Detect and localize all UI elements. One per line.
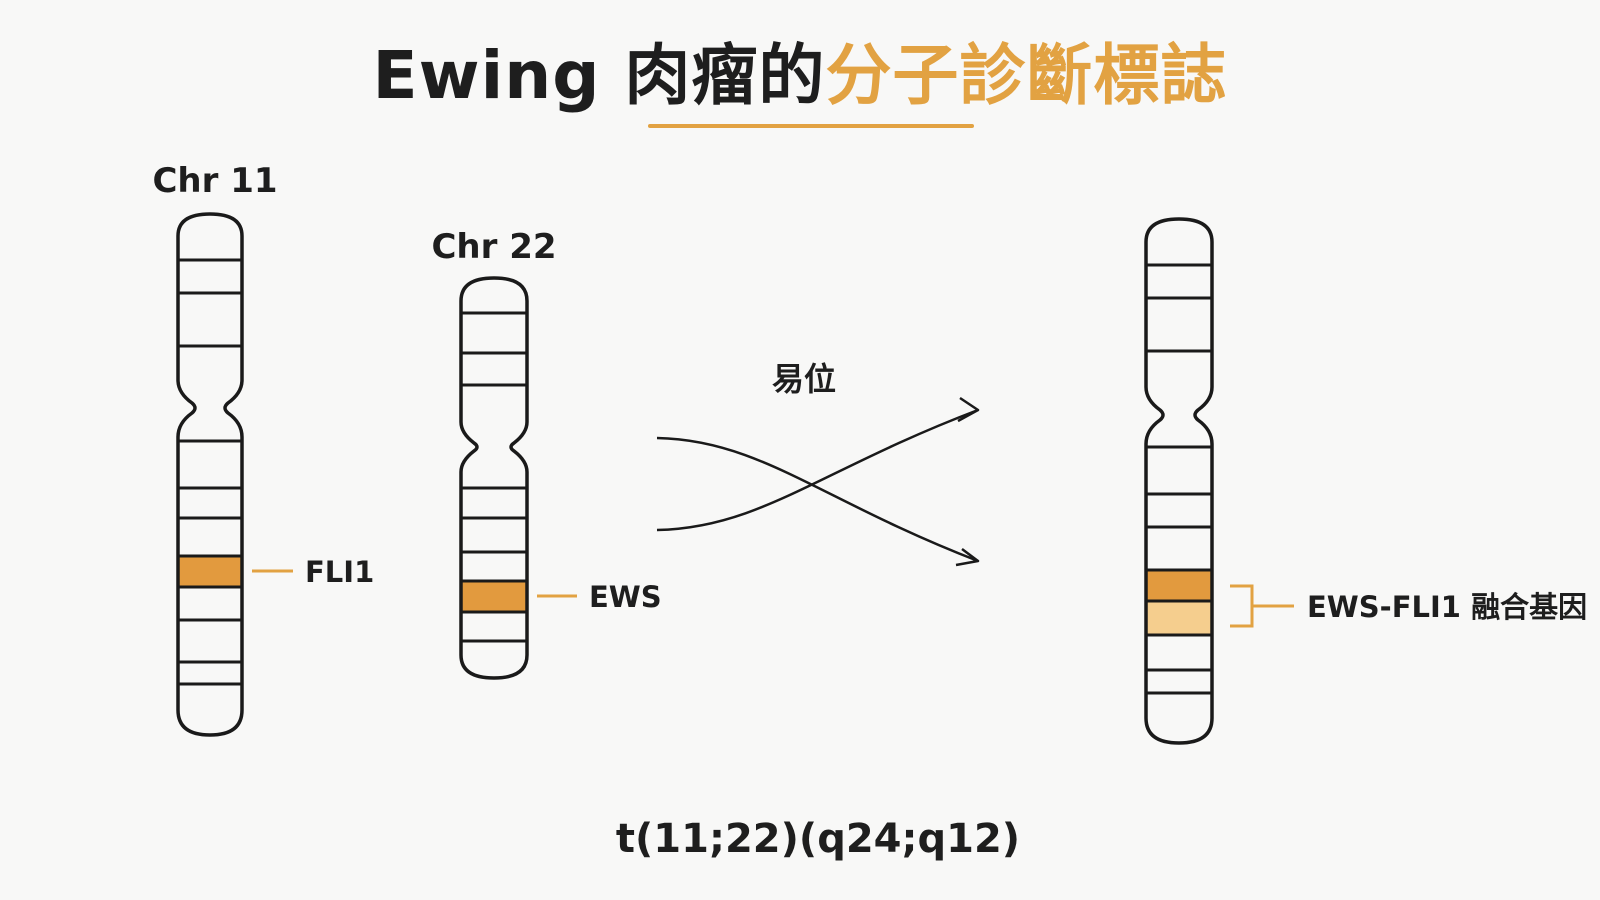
- arrow-up-curve: [656, 408, 979, 532]
- chromosome-11: Chr 11 FLI1: [152, 161, 374, 737]
- arrowhead-up: [957, 396, 980, 423]
- chr11-bands: [178, 258, 242, 686]
- arrow-down-curve: [656, 436, 979, 563]
- chr11-label: Chr 11: [152, 161, 277, 201]
- page-title: Ewing 肉瘤的分子診斷標誌: [0, 22, 1600, 118]
- fusion-fli1-band: [1146, 601, 1212, 635]
- translocation-label: 易位: [772, 360, 836, 398]
- translocation-arrows: 易位: [656, 360, 980, 567]
- translocation-notation: t(11;22)(q24;q12): [616, 816, 1020, 862]
- chr11-outline: [176, 212, 244, 737]
- fusion-bands: [1146, 263, 1212, 695]
- chr22-label: Chr 22: [431, 227, 556, 267]
- title-underline: [648, 124, 974, 128]
- chr11-fli1-band: [178, 556, 242, 587]
- chr22-bands: [461, 311, 527, 643]
- fusion-bracket: [1230, 584, 1294, 628]
- fusion-chromosome: EWS-FLI1 融合基因: [1144, 217, 1587, 745]
- chromosome-22: Chr 22 EWS: [431, 227, 662, 680]
- chr22-ews-band: [461, 581, 527, 612]
- chr22-outline: [459, 276, 529, 680]
- fusion-ews-band: [1146, 570, 1212, 601]
- fusion-gene-label: EWS-FLI1 融合基因: [1307, 590, 1587, 624]
- ews-label: EWS: [589, 580, 662, 614]
- title-highlight: 分子診斷標誌: [825, 37, 1228, 114]
- fli1-label: FLI1: [305, 555, 374, 589]
- fusion-outline: [1144, 217, 1214, 745]
- title-main: Ewing 肉瘤的: [372, 37, 826, 114]
- arrowhead-down: [955, 548, 980, 567]
